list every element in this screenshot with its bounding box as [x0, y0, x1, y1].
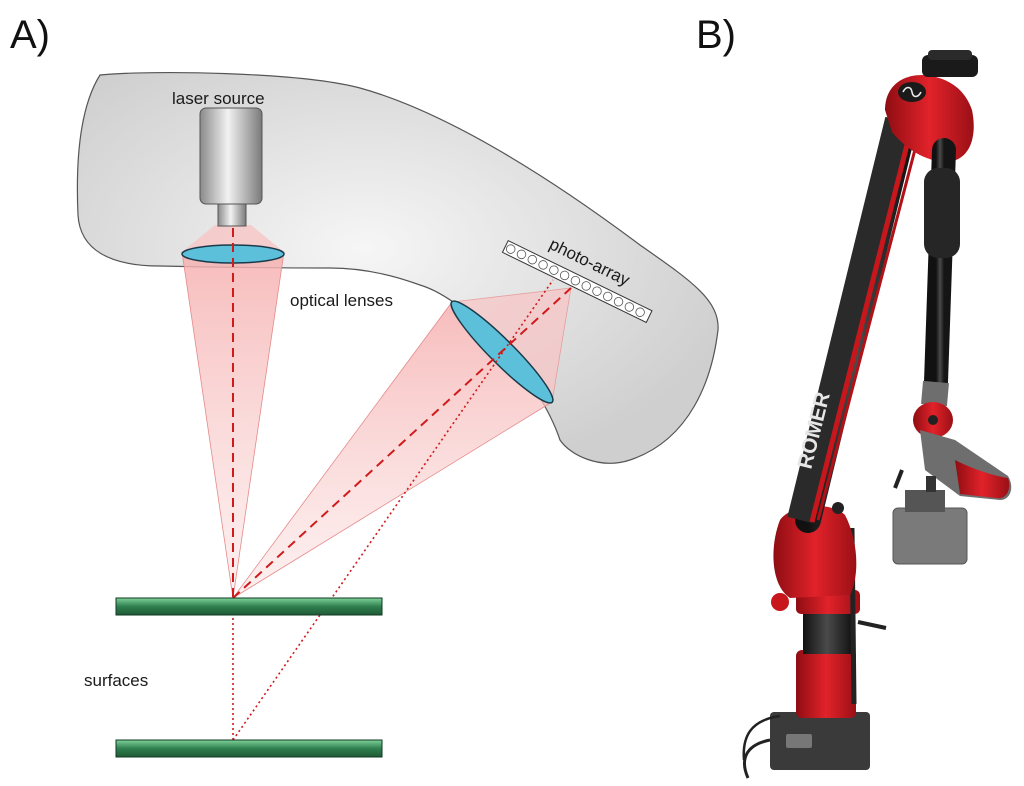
- laser-fan: [182, 225, 284, 252]
- photo-array-cell: [624, 302, 635, 312]
- panel-label-a: A): [10, 13, 50, 57]
- photo-array-cell: [538, 260, 548, 270]
- reflected-beam-axis: [232, 287, 572, 599]
- photo-array-cell: [570, 275, 581, 286]
- far-reflection-ray: [232, 279, 554, 741]
- photo-array-cell: [592, 286, 602, 296]
- photo-array-cell: [549, 265, 559, 275]
- photo-array-cell: [635, 307, 645, 317]
- photo-array: [501, 239, 653, 324]
- photo-array-cell: [581, 281, 591, 291]
- photo-array-cell: [506, 244, 516, 254]
- panel-label-b: B): [696, 13, 736, 57]
- laser-source-label: laser source: [172, 89, 265, 108]
- surface-near: [115, 597, 383, 616]
- laser-source-nozzle: [217, 203, 247, 227]
- photo-array-cell: [603, 291, 613, 302]
- surface-far: [115, 739, 383, 758]
- photo-array-cell: [527, 254, 537, 265]
- laser-source-body: [199, 107, 263, 205]
- surfaces-label: surfaces: [84, 671, 148, 690]
- photo-array-cell: [559, 270, 570, 281]
- photo-array-cell: [613, 297, 624, 307]
- photo-array-cell: [516, 249, 527, 260]
- optical-lenses-label: optical lenses: [290, 291, 393, 310]
- measuring-arm-photo: ROMER: [742, 50, 1012, 779]
